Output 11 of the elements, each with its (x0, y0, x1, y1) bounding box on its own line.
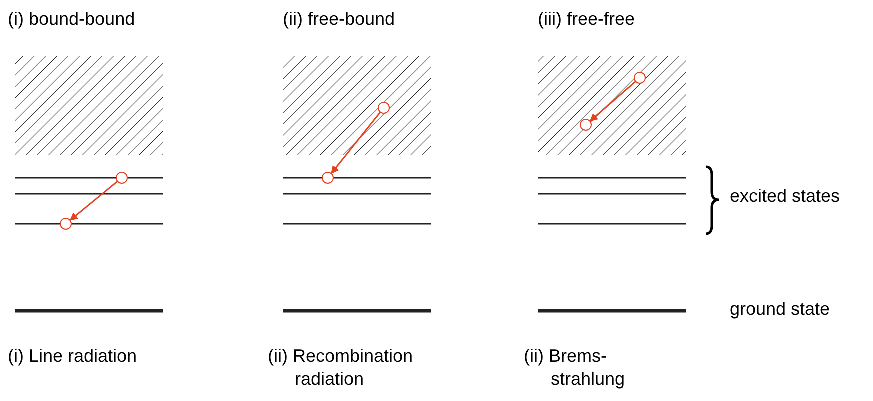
text-label: excited states (730, 185, 842, 208)
arrow (70, 181, 118, 221)
text-label: (i) Line radiation (8, 345, 138, 368)
text-label: ground state (730, 298, 832, 321)
arrow (331, 112, 381, 174)
text-label: (ii) Brems- strahlung (524, 345, 626, 391)
text-label: (i) bound-bound (8, 8, 136, 31)
text-label: (ii) Recombination radiation (268, 345, 414, 391)
text-label: (ii) free-bound (283, 8, 396, 31)
arrow (590, 81, 636, 122)
text-label: (iii) free-free (538, 8, 636, 31)
